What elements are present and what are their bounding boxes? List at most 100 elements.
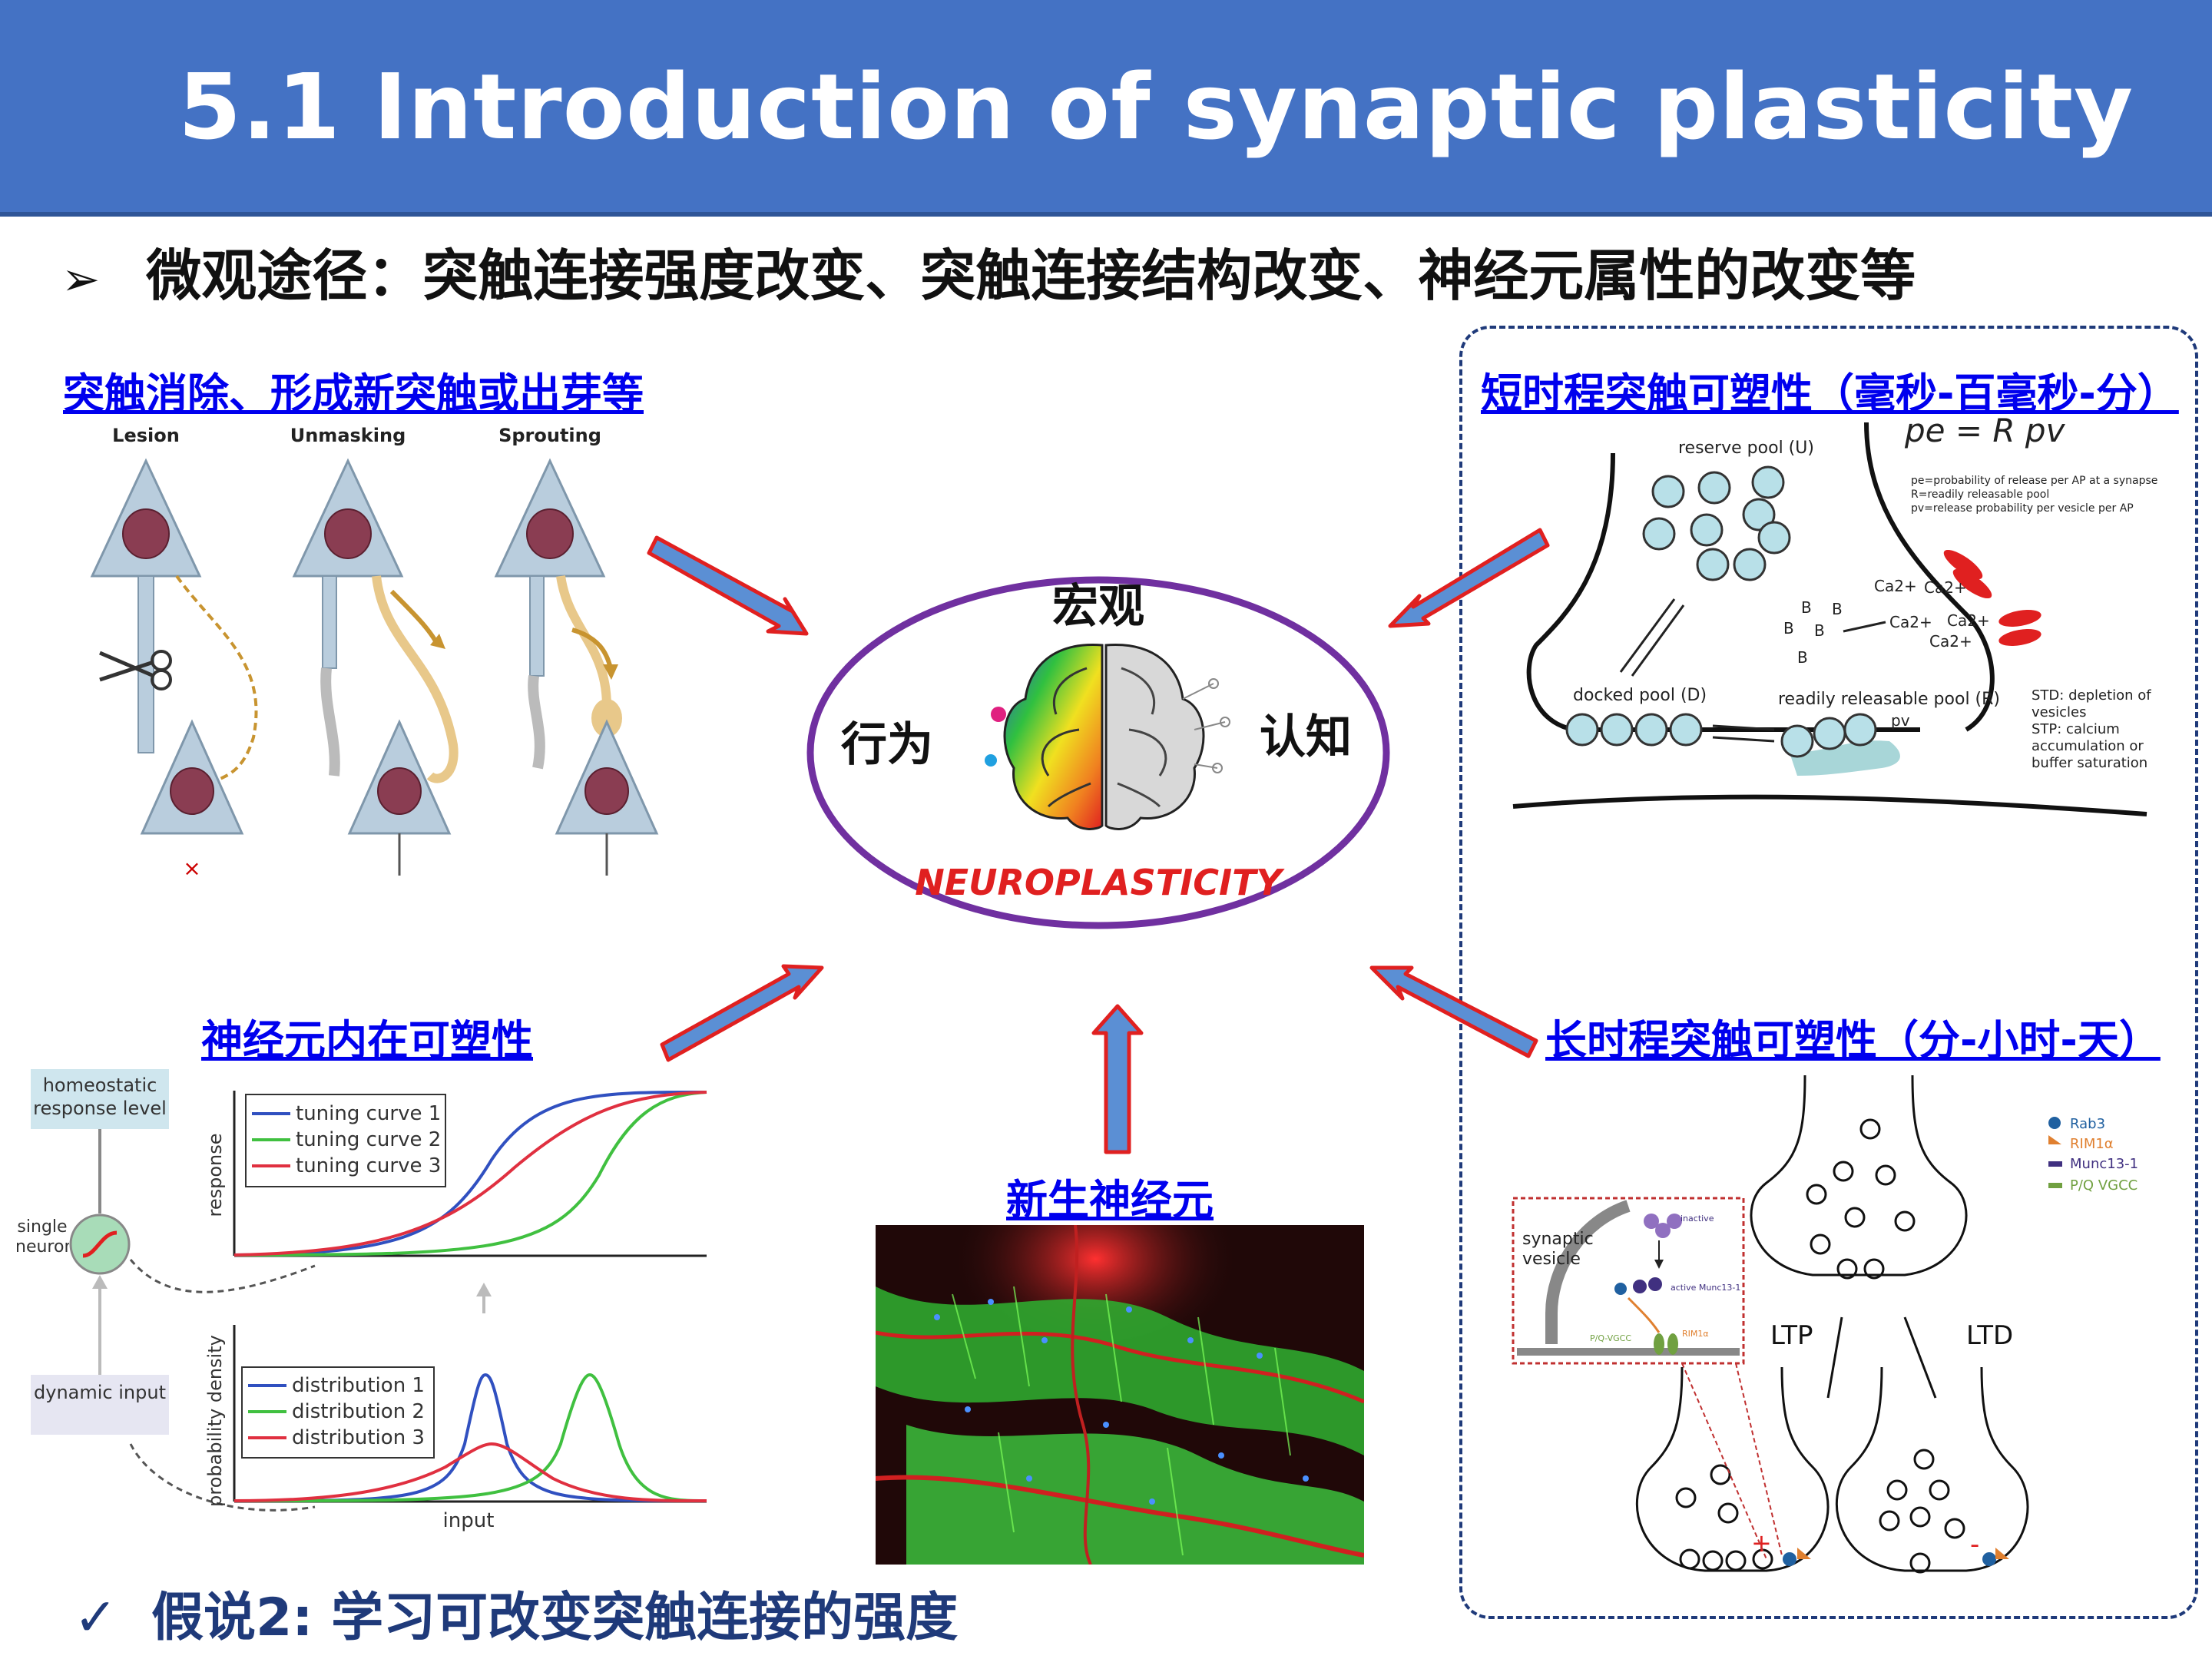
ca-label-1: Ca2+ <box>1874 577 1917 595</box>
legend-tuning-curve-1: tuning curve 1 <box>296 1102 441 1125</box>
lesion-neurons: × <box>90 458 258 881</box>
y-label-probability-density: probability density <box>204 1335 226 1507</box>
dynamic-input-box <box>31 1375 169 1435</box>
eq-note-1: pe=probability of release per AP at a sy… <box>1911 475 2157 487</box>
ltp-plus: + <box>1751 1528 1772 1558</box>
legend-tuning-curve-3: tuning curve 3 <box>296 1154 441 1177</box>
legend-distribution-1: distribution 1 <box>292 1374 425 1397</box>
synaptic-vesicle-label-1: synaptic <box>1522 1230 1594 1249</box>
terminal-outline-left <box>1526 452 1920 732</box>
pv-label: pv <box>1891 711 1910 730</box>
distribution-1 <box>233 1373 707 1503</box>
ca-label-4: Ca2+ <box>1947 611 1990 630</box>
rim-label: RIM1α <box>1682 1329 1709 1339</box>
single-neuron-label: single neuron <box>15 1217 69 1257</box>
postsynaptic-membrane <box>1512 794 2147 816</box>
sprouting-neurons <box>494 458 659 876</box>
dynamic-input-label: dynamic input <box>34 1382 166 1403</box>
legend-rab3: Rab3 <box>2070 1116 2105 1132</box>
dashed-group-box <box>1459 326 2198 1619</box>
synaptic-cleft-release <box>1790 740 1900 776</box>
center-diagram: 宏观 行为 认知 NEUROPLASTICITY <box>806 576 1390 929</box>
buffer-label-2: B <box>1832 600 1843 618</box>
release-equation: pe = R pv <box>1904 415 2066 449</box>
homeostatic-box <box>31 1069 169 1129</box>
ca-label-5: Ca2+ <box>1929 632 1972 651</box>
subtitle: ➢ 微观途径：突触连接强度改变、突触连接结构改变、神经元属性的改变等 <box>61 230 1916 311</box>
buffer-label-5: B <box>1797 648 1808 667</box>
presynaptic-terminal-ltp <box>1635 1366 1830 1572</box>
hypothesis: ✓ 假说2: 学习可改变突触连接的强度 <box>74 1575 958 1651</box>
buffer-label-3: B <box>1783 619 1794 637</box>
eq-note-3: pv=release probability per vesicle per A… <box>1911 502 2134 515</box>
neurogenesis-micrograph <box>876 1225 1364 1565</box>
short-term-plasticity-figure: pe = R pv pe=probability of release per … <box>1512 415 2157 816</box>
y-label-response: response <box>204 1133 226 1217</box>
title-bar <box>0 0 2212 217</box>
svg-text:×: × <box>183 856 200 881</box>
tuning-curve-1 <box>233 1090 707 1257</box>
buffer-label-4: B <box>1814 621 1825 640</box>
legend-pq-vgcc: P/Q VGCC <box>2070 1177 2137 1194</box>
brain-icon <box>985 644 1230 830</box>
arrow-from-long-term <box>1369 965 1538 1058</box>
arrow-from-short-term <box>1388 528 1550 628</box>
center-left-label: 行为 <box>841 718 933 772</box>
docked-pool-label: docked pool (D) <box>1573 686 1707 705</box>
arrow-from-neurogenesis <box>1091 1004 1144 1154</box>
stp-label: STP: calcium accumulation or buffer satu… <box>2032 721 2148 771</box>
vgcc-label: P/Q-VGCC <box>1590 1333 1631 1343</box>
legend-distribution-3: distribution 3 <box>292 1426 425 1449</box>
presynaptic-terminal-baseline <box>1750 1075 1968 1277</box>
bullet-arrow-icon: ➢ <box>61 253 101 306</box>
ltp-label: LTP <box>1770 1320 1813 1351</box>
terminal-outline-right <box>1864 422 1995 732</box>
link-neurogenesis[interactable]: 新生神经元 <box>1006 1176 1214 1224</box>
reserve-vesicles <box>1642 465 1791 581</box>
label-unmasking: Unmasking <box>290 425 406 446</box>
long-term-plasticity-figure: Rab3 RIM1α Munc13-1 P/Q VGCC LTP LTD + -… <box>1512 1075 2138 1574</box>
center-right-label: 认知 <box>1260 710 1352 764</box>
distribution-2 <box>233 1373 707 1503</box>
link-intrinsic-plasticity[interactable]: 神经元内在可塑性 <box>201 1016 533 1065</box>
calcium-channels <box>1943 549 2041 646</box>
legend-distribution-2: distribution 2 <box>292 1400 425 1423</box>
ca-label-2: Ca2+ <box>1924 578 1967 597</box>
center-top-label: 宏观 <box>1052 580 1144 634</box>
buffer-label-1: B <box>1801 598 1812 617</box>
label-sprouting: Sprouting <box>498 425 601 446</box>
arrow-from-structural <box>647 535 809 636</box>
homeostatic-label: homeostatic response level <box>33 1075 167 1119</box>
neuroplasticity-logo: NEUROPLASTICITY <box>915 862 1285 903</box>
readily-pool-label: readily releasable pool (R) <box>1778 690 2000 709</box>
ca-label-3: Ca2+ <box>1889 613 1932 631</box>
label-lesion: Lesion <box>112 425 180 446</box>
unmasking-neurons <box>292 458 459 876</box>
reserve-pool-label: reserve pool (U) <box>1678 439 1814 458</box>
docked-vesicles <box>1565 713 1703 747</box>
tuning-curve-2 <box>233 1091 707 1257</box>
presynaptic-terminal-ltd <box>1835 1366 2029 1572</box>
std-label: STD: depletion of vesicles <box>2032 687 2151 720</box>
link-short-term-plasticity[interactable]: 短时程突触可塑性（毫秒-百毫秒-分） <box>1481 369 2179 418</box>
tuning-curve-3 <box>233 1091 707 1257</box>
page-title: 5.1 Introduction of synaptic plasticity <box>178 54 2134 160</box>
distribution-3 <box>233 1442 707 1503</box>
subtitle-text: 微观途径：突触连接强度改变、突触连接结构改变、神经元属性的改变等 <box>146 243 1916 308</box>
link-long-term-plasticity[interactable]: 长时程突触可塑性（分-小时-天） <box>1545 1016 2161 1065</box>
link-structural-plasticity[interactable]: 突触消除、形成新突触或出芽等 <box>63 369 644 418</box>
arrow-from-intrinsic <box>660 964 824 1062</box>
legend-tuning-curve-2: tuning curve 2 <box>296 1128 441 1151</box>
checkmark-icon: ✓ <box>74 1588 118 1648</box>
ltd-label: LTD <box>1966 1320 2013 1351</box>
hypothesis-text: 假说2: 学习可改变突触连接的强度 <box>151 1588 959 1648</box>
eq-note-2: R=readily releasable pool <box>1911 488 2049 501</box>
inactive-munc13-label: inactive <box>1681 1214 1714 1224</box>
readily-vesicles <box>1780 713 1877 758</box>
synaptic-vesicle-label-2: vesicle <box>1522 1250 1581 1269</box>
ltd-minus: - <box>1970 1529 1979 1560</box>
active-munc13-label: active Munc13-1 <box>1671 1283 1740 1293</box>
structural-plasticity-figure: Lesion Unmasking Sprouting × <box>90 425 659 881</box>
intrinsic-plasticity-figure: homeostatic response level single neuron… <box>15 1069 707 1532</box>
